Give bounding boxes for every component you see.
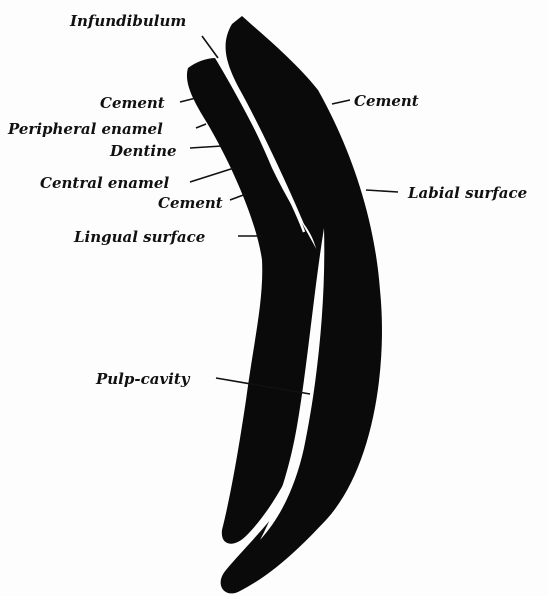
- cement-top-left-label: Cement: [100, 94, 165, 112]
- peripheral-enamel-label: Peripheral enamel: [7, 120, 163, 138]
- pulp-cavity-label: Pulp-cavity: [95, 370, 191, 388]
- cement-top-left-leader: [180, 98, 196, 102]
- central-enamel-leader: [190, 168, 234, 182]
- labial-surface-leader: [366, 190, 398, 192]
- dentine-label: Dentine: [109, 142, 177, 160]
- central-enamel-label: Central enamel: [40, 174, 169, 192]
- infundibulum-label: Infundibulum: [69, 12, 186, 30]
- cement-right-leader: [332, 100, 350, 104]
- peripheral-enamel-leader: [196, 124, 206, 128]
- lingual-surface-label: Lingual surface: [73, 228, 205, 246]
- dentine-leader: [190, 146, 222, 148]
- cement-right-label: Cement: [354, 92, 419, 110]
- labial-surface-label: Labial surface: [407, 184, 527, 202]
- infundibulum-leader: [202, 36, 218, 58]
- cement-inner-label: Cement: [158, 194, 223, 212]
